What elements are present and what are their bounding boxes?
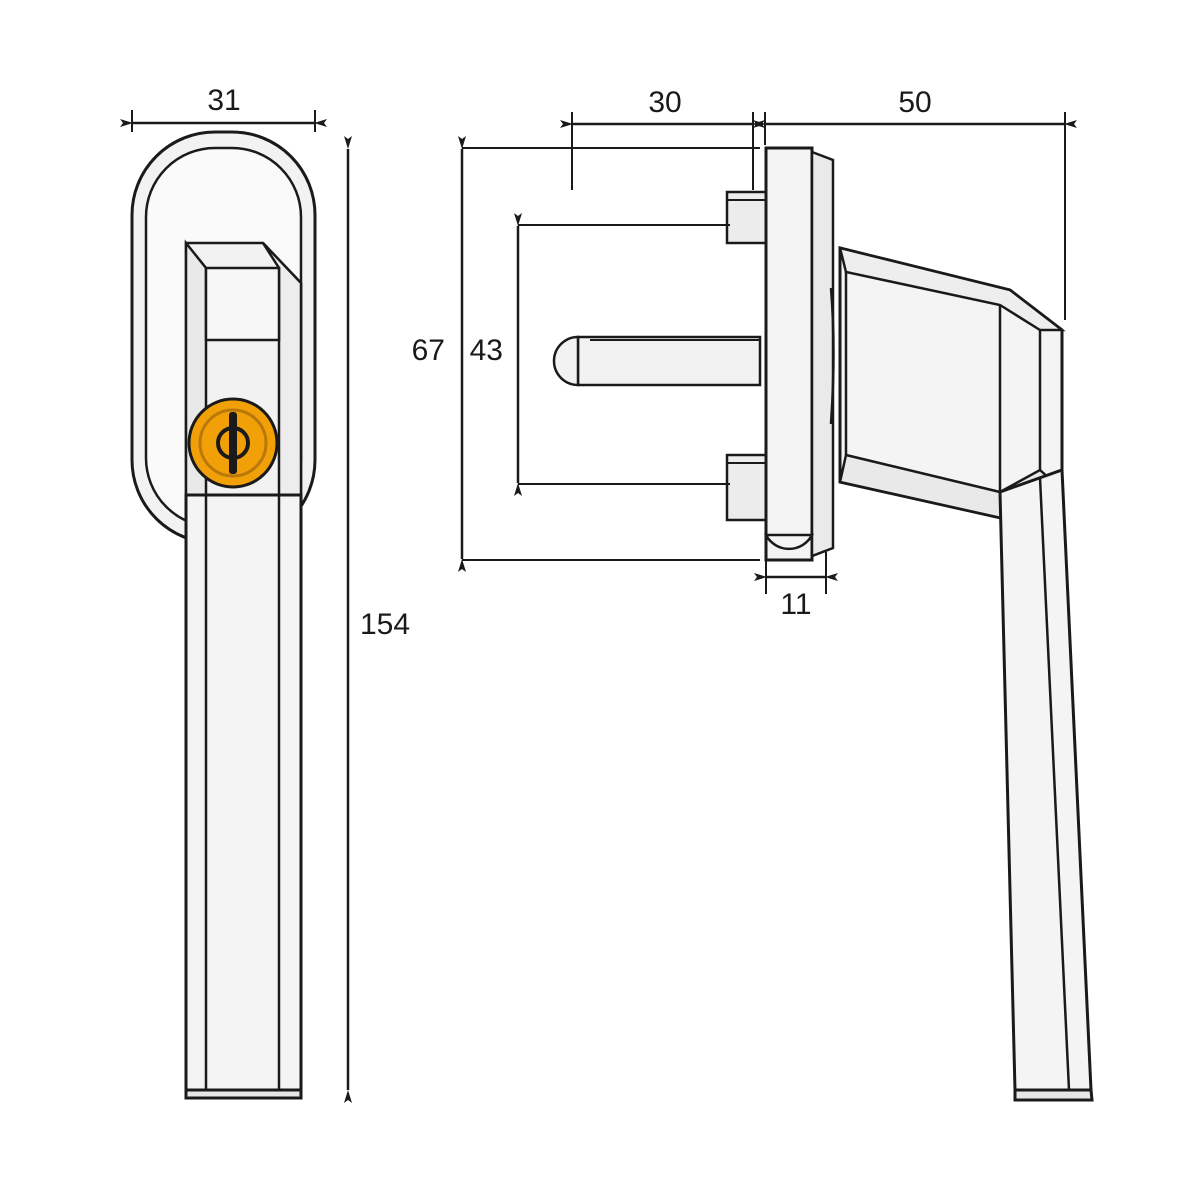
dim-label-50: 50 <box>898 86 931 119</box>
side-grip-bottom-cap <box>1013 1088 1094 1102</box>
front-handle-shaft <box>184 493 303 1092</box>
side-rosette-plate-face <box>810 150 835 558</box>
side-rosette-bottom-round <box>763 533 815 551</box>
side-grip-inner-edge <box>1038 477 1071 1091</box>
side-rosette-plate <box>764 146 814 562</box>
dim-label-30: 30 <box>648 86 681 119</box>
dim-label-43: 43 <box>470 334 503 367</box>
front-view-dimensions: 31 154 <box>120 84 410 1103</box>
key-slot-icon <box>216 412 250 474</box>
side-handle-grip <box>998 467 1093 1092</box>
front-neck-top-facet <box>204 266 281 342</box>
side-view-dimensions: 30 50 67 43 11 <box>412 86 1077 621</box>
side-screw-bottom <box>725 453 768 522</box>
side-plate-hinge-gap <box>829 287 835 425</box>
side-view <box>552 146 1094 1102</box>
dim-label-31: 31 <box>207 84 240 117</box>
dim-label-154: 154 <box>360 608 410 641</box>
front-view <box>130 130 317 1100</box>
side-spindle-bar <box>576 335 762 387</box>
front-shaft-bottom-cap <box>184 1088 303 1100</box>
dim-label-67: 67 <box>412 334 445 367</box>
dim-label-11: 11 <box>780 588 811 621</box>
side-spindle-tip <box>552 335 580 387</box>
